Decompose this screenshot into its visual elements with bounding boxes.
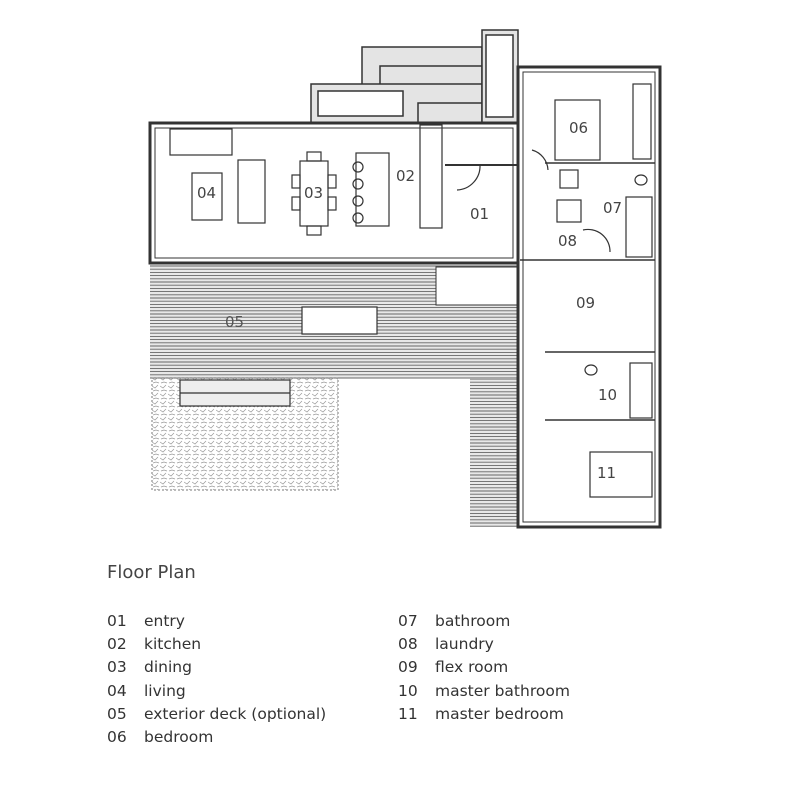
legend-room-name: kitchen [144, 635, 202, 654]
legend-room-name: bathroom [435, 612, 511, 630]
legend-number: 06 [107, 728, 127, 747]
bench [179, 379, 291, 407]
room-label-02: 02 [396, 167, 415, 185]
floor-plan-drawing: 01 02 03 04 05 06 07 08 09 10 11 [148, 29, 662, 529]
legend-item: 10 master bathroom [398, 680, 570, 703]
legend-room-name: laundry [435, 635, 494, 654]
room-label-09: 09 [576, 294, 595, 312]
furniture [169, 83, 653, 498]
bedroom-wing-walls [516, 65, 662, 529]
room-label-11: 11 [597, 464, 616, 482]
legend-item: 05 exterior deck (optional) [107, 703, 326, 726]
legend-left-column: 01 entry 02 kitchen 03 dining 04 living 05 exteri… [107, 610, 326, 749]
legend-number: 07 [398, 612, 418, 630]
legend-room-name: bedroom [144, 728, 214, 747]
room-label-06: 06 [569, 119, 588, 137]
living-wing-walls [148, 121, 520, 265]
legend-number: 01 [107, 612, 127, 630]
room-label-04: 04 [197, 184, 216, 202]
legend-room-name: master bathroom [435, 681, 570, 700]
legend-room-name: flex room [435, 658, 509, 677]
deck-cutout [435, 266, 519, 306]
legend-item: 11 master bedroom [398, 703, 570, 726]
legend-number: 04 [107, 681, 127, 700]
legend-room-name: dining [144, 658, 192, 677]
legend-item: 04 living [107, 680, 326, 703]
room-label-10: 10 [598, 386, 617, 404]
room-label-07: 07 [603, 199, 622, 217]
room-label-01: 01 [470, 205, 489, 223]
legend-number: 03 [107, 658, 127, 677]
room-label-03: 03 [304, 184, 323, 202]
legend-room-name: exterior deck (optional) [144, 704, 327, 723]
legend-number: 09 [398, 658, 418, 677]
legend-item: 03 dining [107, 656, 326, 679]
legend-item: 08 laundry [398, 633, 570, 656]
room-label-08: 08 [558, 232, 577, 250]
legend-number: 08 [398, 635, 418, 654]
legend-item: 02 kitchen [107, 633, 326, 656]
legend-number: 02 [107, 635, 127, 654]
room-label-05: 05 [225, 313, 244, 331]
legend-number: 05 [107, 704, 127, 723]
legend-title: Floor Plan [107, 562, 196, 583]
legend-item: 06 bedroom [107, 726, 326, 749]
legend-item: 09 flex room [398, 656, 570, 679]
legend-item: 01 entry [107, 610, 326, 633]
room-labels: 01 02 03 04 05 06 07 08 09 10 11 [197, 119, 622, 482]
legend-right-column: 07 bathroom 08 laundry 09 flex room 10 master b… [398, 610, 570, 726]
legend-room-name: master bedroom [435, 704, 564, 723]
legend-room-name: living [144, 681, 186, 700]
legend-room-name: entry [144, 612, 185, 630]
legend-number: 11 [398, 704, 418, 723]
legend-item: 07 bathroom [398, 610, 570, 633]
legend-number: 10 [398, 681, 418, 700]
